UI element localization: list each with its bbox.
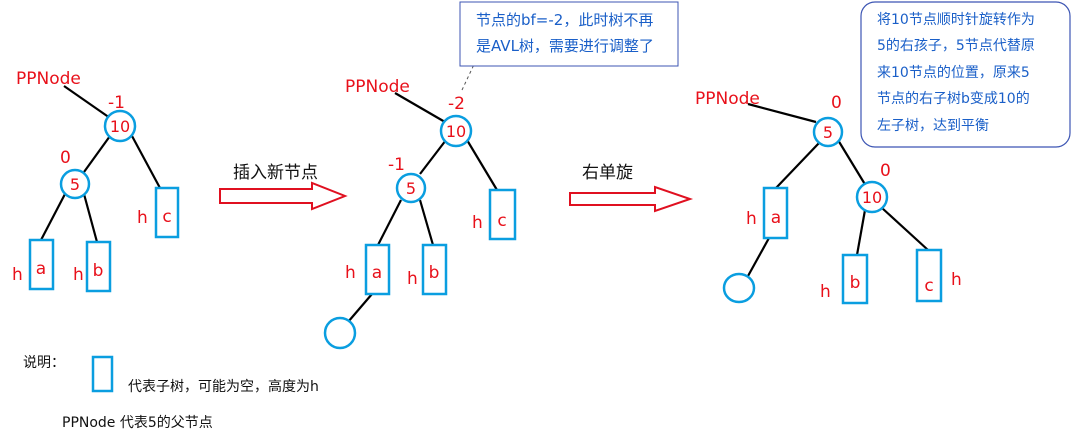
legend-ppnode-desc: PPNode 代表5的父节点 — [62, 415, 213, 431]
height-label-a: h — [12, 265, 23, 285]
arrow-rotate: 右单旋 — [569, 163, 694, 213]
height-label-b: h — [407, 269, 418, 289]
edge-10-c — [881, 207, 929, 251]
note-line-3: 来10节点的位置，原来5 — [877, 65, 1030, 81]
note-box — [860, 1, 1071, 148]
node-10-label: 10 — [862, 188, 882, 207]
edge-10-c — [131, 135, 161, 189]
subtree-a-label: a — [771, 208, 781, 228]
bf-label-child: -1 — [388, 155, 405, 175]
subtree-b — [841, 253, 869, 305]
node-10 — [855, 180, 889, 214]
edge-10-5 — [419, 139, 447, 175]
note-rotation-explanation: 将10节点顺时针旋转作为 5的右孩子，5节点代替原 来10节点的位置，原来5 节… — [860, 1, 1071, 148]
callout-line-1: 节点的bf=-2，此时树不再 — [476, 11, 653, 29]
subtree-a — [28, 238, 55, 291]
edge-a-new — [747, 237, 770, 277]
node-5-label: 5 — [823, 123, 833, 142]
callout-box — [459, 1, 679, 67]
edge-5-10 — [837, 139, 867, 187]
edge-10-c — [466, 139, 498, 191]
node-5 — [395, 172, 427, 204]
subtree-c — [154, 186, 180, 239]
height-label-b: h — [820, 282, 831, 302]
node-5-label: 5 — [70, 175, 80, 194]
subtree-b-label: b — [429, 263, 440, 283]
subtree-c-label: c — [497, 211, 506, 231]
legend: 说明： 代表子树，可能为空，高度为h PPNode 代表5的父节点 — [23, 355, 319, 431]
new-node — [722, 272, 756, 304]
arrow-right-icon — [219, 181, 348, 211]
subtree-b-label: b — [850, 273, 861, 293]
node-10 — [103, 109, 137, 143]
node-5 — [812, 116, 844, 148]
edge-5-b — [82, 193, 99, 243]
edge-ppnode-10 — [63, 85, 111, 119]
note-line-5: 左子树，达到平衡 — [877, 118, 989, 134]
subtree-b — [421, 243, 448, 296]
height-label-a: h — [746, 209, 757, 229]
node-10-label: 10 — [110, 117, 130, 136]
edge-10-b — [855, 209, 867, 256]
subtree-b-label: b — [93, 261, 104, 281]
node-5 — [59, 168, 91, 200]
edge-a-new — [347, 293, 373, 323]
legend-box-desc: 代表子树，可能为空，高度为h — [128, 378, 319, 395]
arrow-rotate-label: 右单旋 — [582, 163, 633, 183]
node-10-label: 10 — [446, 122, 466, 141]
height-label-c: h — [951, 270, 962, 290]
callout-line-2: 是AVL树，需要进行调整了 — [476, 37, 654, 55]
height-label-b: h — [73, 265, 84, 285]
subtree-a — [762, 186, 789, 240]
ppnode-label: PPNode — [16, 69, 81, 89]
bf-label-root: 0 — [831, 93, 842, 113]
tree-after-rotation: PPNode 0 5 0 10 a h b h c h — [695, 89, 962, 305]
note-line-4: 节点的右子树b变成10的 — [877, 91, 1030, 107]
subtree-a — [364, 243, 391, 296]
legend-title: 说明： — [23, 355, 65, 371]
node-10 — [439, 114, 473, 148]
bf-label-child: 0 — [60, 148, 71, 168]
subtree-c — [915, 248, 943, 303]
new-node — [323, 316, 357, 350]
callout-imbalance: 节点的bf=-2，此时树不再 是AVL树，需要进行调整了 — [459, 1, 679, 67]
edge-5-a — [775, 142, 820, 189]
ppnode-label: PPNode — [345, 77, 410, 97]
tree-before-insert: PPNode -1 10 0 5 c h a h b h — [12, 69, 180, 293]
height-label-a: h — [345, 263, 356, 283]
legend-subtree-box — [91, 355, 114, 393]
node-5-label: 5 — [406, 179, 416, 198]
subtree-b — [85, 240, 112, 293]
edge-ppnode-10 — [394, 92, 446, 123]
bf-label-root: -2 — [448, 94, 465, 114]
height-label-c: h — [137, 208, 148, 228]
subtree-c — [488, 188, 517, 241]
subtree-c-label: c — [924, 276, 933, 296]
subtree-c-label: c — [162, 207, 171, 227]
edge-5-a — [40, 193, 66, 241]
arrow-insert: 插入新节点 — [219, 163, 348, 211]
arrow-insert-label: 插入新节点 — [233, 163, 318, 183]
edge-10-5 — [83, 135, 111, 173]
bf-label-root: -1 — [108, 93, 125, 113]
note-line-1: 将10节点顺时针旋转作为 — [877, 12, 1035, 28]
subtree-a-label: a — [372, 263, 382, 283]
ppnode-label: PPNode — [695, 89, 760, 109]
note-line-2: 5的右孩子，5节点代替原 — [877, 38, 1035, 54]
tree-after-insert: PPNode -2 10 -1 5 c h a h b h — [323, 55, 517, 350]
height-label-c: h — [472, 213, 483, 233]
edge-ppnode-5 — [747, 102, 817, 124]
edge-5-b — [418, 199, 435, 246]
edge-5-a — [377, 199, 402, 246]
arrow-right-icon — [569, 185, 694, 213]
bf-label-child: 0 — [880, 161, 891, 181]
subtree-a-label: a — [36, 259, 46, 279]
